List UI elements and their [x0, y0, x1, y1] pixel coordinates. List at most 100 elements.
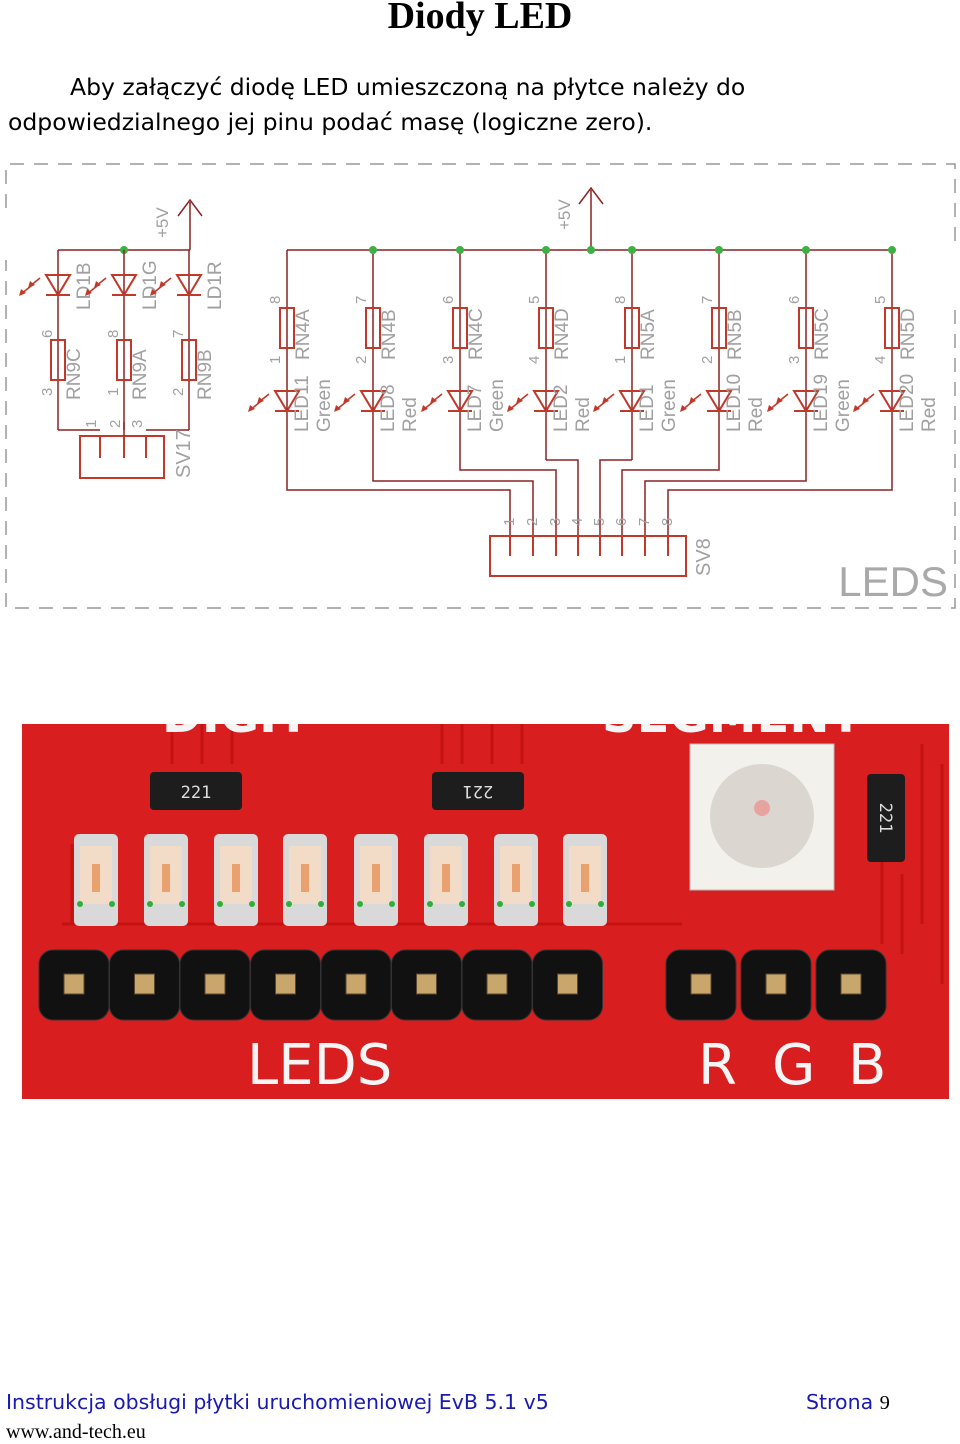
frame — [5, 163, 956, 609]
left-pin-bottom-0: 3 — [39, 388, 56, 396]
right-led-label-2: LED7 — [465, 384, 486, 432]
sv17-pin-label-2: 3 — [129, 420, 146, 428]
right-led-label-7: LED20 — [897, 374, 918, 432]
sv8-route-6 — [644, 460, 807, 536]
footer-page-number: 9 — [879, 1392, 890, 1414]
right-pin-bottom-3: 4 — [526, 356, 543, 364]
silk-leds: LEDS — [247, 1033, 392, 1098]
left-res-label-1: RN9A — [130, 349, 151, 400]
left-pin-top-2: 7 — [170, 330, 187, 338]
page-title: Diody LED — [387, 0, 573, 37]
left-supply-arrow — [177, 198, 203, 217]
sv8-pin-label-4: 5 — [591, 518, 608, 526]
pcb-led-6 — [494, 834, 538, 926]
right-led-3 — [507, 390, 560, 413]
right-pin-bottom-0: 1 — [267, 356, 284, 364]
sv8-pin-label-6: 7 — [636, 518, 653, 526]
sv8-route-5 — [621, 460, 720, 536]
right-led-label-6: LED19 — [811, 374, 832, 432]
left-led-2 — [150, 274, 203, 297]
right-pin-top-6: 6 — [786, 296, 803, 304]
right-junction-5 — [715, 246, 723, 254]
right-junction-4 — [628, 246, 636, 254]
right-led-7 — [853, 390, 906, 413]
right-resistor-7 — [884, 307, 900, 349]
right-res-label-0: RN4A — [293, 309, 314, 360]
right-color-label-7: Red — [919, 397, 940, 432]
resistor-array-3: 221 — [867, 774, 905, 862]
right-resistor-4 — [624, 307, 640, 349]
sv8-route-3 — [546, 459, 579, 536]
footer-url: www.and-tech.eu — [6, 1421, 146, 1443]
frame-label: LEDS — [838, 558, 948, 605]
right-pin-bottom-6: 3 — [786, 356, 803, 364]
right-resistor-2 — [452, 307, 468, 349]
right-pin-bottom-4: 1 — [612, 356, 629, 364]
right-led-1 — [334, 390, 387, 413]
left-res-label-0: RN9C — [64, 348, 85, 400]
left-resistor-1 — [116, 339, 132, 381]
right-junction-2 — [456, 246, 464, 254]
pcb-led-row — [74, 834, 607, 926]
right-pin-top-2: 6 — [440, 296, 457, 304]
right-pin-bottom-2: 3 — [440, 356, 457, 364]
sv17-body — [79, 435, 165, 479]
sv8-pin-label-7: 8 — [659, 518, 676, 526]
right-led-label-0: LED11 — [292, 375, 313, 432]
leds-header — [38, 949, 603, 1021]
array-1-label: 221 — [181, 783, 212, 803]
sv8-route-4 — [599, 459, 632, 536]
right-resistor-3 — [538, 307, 554, 349]
right-supply-arrow — [578, 186, 604, 205]
silk-digit: DIGIT — [162, 724, 310, 744]
right-res-label-7: RN5D — [898, 308, 919, 360]
left-pin-bottom-1: 1 — [105, 388, 122, 396]
intro-paragraph: Aby załączyć diodę LED umieszczoną na pł… — [8, 73, 746, 136]
silk-r: R — [698, 1033, 737, 1098]
right-junction-3 — [542, 246, 550, 254]
right-res-label-6: RN5C — [812, 308, 833, 360]
sv17-pin-label-1: 2 — [107, 420, 124, 428]
right-junction-6 — [802, 246, 810, 254]
pcb-led-3 — [283, 834, 327, 926]
left-led-label-1: LD1G — [140, 260, 161, 310]
sv8-route-0 — [286, 460, 511, 536]
pcb-pin-headers — [38, 949, 887, 1021]
rgb-led — [689, 743, 835, 891]
sv8-pin-label-0: 1 — [501, 518, 518, 526]
right-supply-label: +5V — [555, 199, 574, 230]
right-res-label-2: RN4C — [466, 308, 487, 360]
right-supply-junction — [587, 246, 595, 254]
left-res-label-2: RN9B — [195, 349, 216, 400]
right-color-label-3: Red — [573, 397, 594, 432]
right-junction-7 — [888, 246, 896, 254]
sv8-pin-label-5: 6 — [613, 518, 630, 526]
right-color-label-6: Green — [833, 379, 854, 432]
left-resistor-0 — [50, 339, 66, 381]
right-pin-top-1: 7 — [353, 296, 370, 304]
right-led-6 — [767, 390, 820, 413]
right-color-label-4: Green — [659, 379, 680, 432]
pcb-led-0 — [74, 834, 118, 926]
resistor-array-2: 221 — [432, 772, 524, 810]
footer-page: Strona 9 — [806, 1390, 890, 1415]
right-resistor-6 — [798, 307, 814, 349]
silk-g: G — [772, 1033, 815, 1098]
right-res-label-1: RN4B — [379, 309, 400, 360]
right-res-label-3: RN4D — [552, 308, 573, 360]
right-pin-top-4: 8 — [612, 296, 629, 304]
left-led-0 — [19, 274, 72, 297]
sv8-pin-label-3: 4 — [569, 518, 586, 526]
right-pin-top-3: 5 — [526, 296, 543, 304]
right-res-label-4: RN5A — [638, 309, 659, 360]
array-3-label: 221 — [875, 803, 895, 834]
sv17-label: SV17 — [173, 429, 195, 478]
right-pin-bottom-5: 2 — [699, 356, 716, 364]
resistor-array-1: 221 — [150, 772, 242, 810]
right-pin-top-7: 5 — [872, 296, 889, 304]
left-pin-top-1: 8 — [105, 330, 122, 338]
right-res-label-5: RN5B — [725, 309, 746, 360]
left-pin-top-0: 6 — [39, 330, 56, 338]
right-pin-bottom-7: 4 — [872, 356, 889, 364]
